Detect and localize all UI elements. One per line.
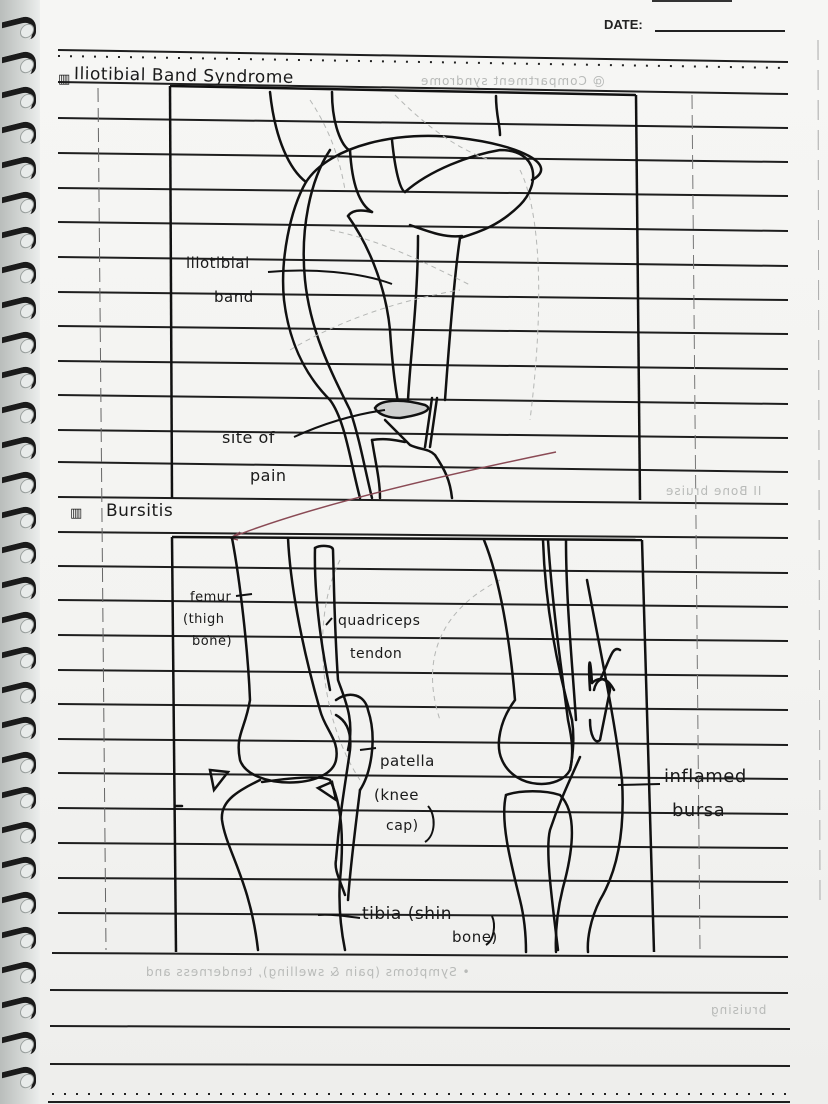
bleed-through-text: II Bone bruise [665,484,762,498]
section-2-number-icon: ▥ [70,506,83,521]
label-bone: bone) [192,634,233,649]
label-cap: cap) [386,818,419,834]
bursitis-normal-knee [174,536,374,952]
bleed-through-text: @ Compartment syndrome [420,74,605,88]
section-1-number-icon: ▥ [58,72,71,87]
label-quadriceps: quadriceps [338,613,421,629]
label-site-of-pain-2: pain [250,466,287,485]
itb-knee-drawing [268,90,543,500]
label-inflamed: inflamed [664,766,747,787]
label-knee: (knee [374,786,420,804]
label-thigh: (thigh [183,612,225,627]
pain-leader [293,409,386,438]
label-femur: femur [190,590,232,605]
dotted-rule-top [57,55,789,69]
bleed-through-text: • Symptoms (pain & swelling), tenderness… [145,965,470,979]
date-field-line[interactable] [655,30,785,32]
red-pen-stroke [229,451,557,539]
label-site-of-pain-1: site of [222,428,275,447]
spiral-binding [0,0,40,1104]
label-bursa: bursa [672,800,726,821]
label-shin-bone: bone) [452,928,498,946]
itb-leader [267,269,393,285]
bursitis-diagram-frame [170,535,656,953]
itb-diagram-frame [168,84,642,501]
bursitis-inflamed-knee [482,538,624,954]
label-tibia: tibia (shin [362,904,452,924]
section-2-title: Bursitis [106,501,174,521]
number-field-line [652,0,732,2]
bleed-through-text: bruising [710,1003,767,1017]
section-1-title: Iliotibial Band Syndrome [73,64,294,88]
label-patella: patella [380,752,435,770]
label-iliotibial: iliotibial [186,254,250,272]
label-tendon: tendon [350,646,403,662]
label-band: band [214,288,254,306]
ruled-lines [48,49,791,1103]
date-label: DATE: [604,17,643,32]
